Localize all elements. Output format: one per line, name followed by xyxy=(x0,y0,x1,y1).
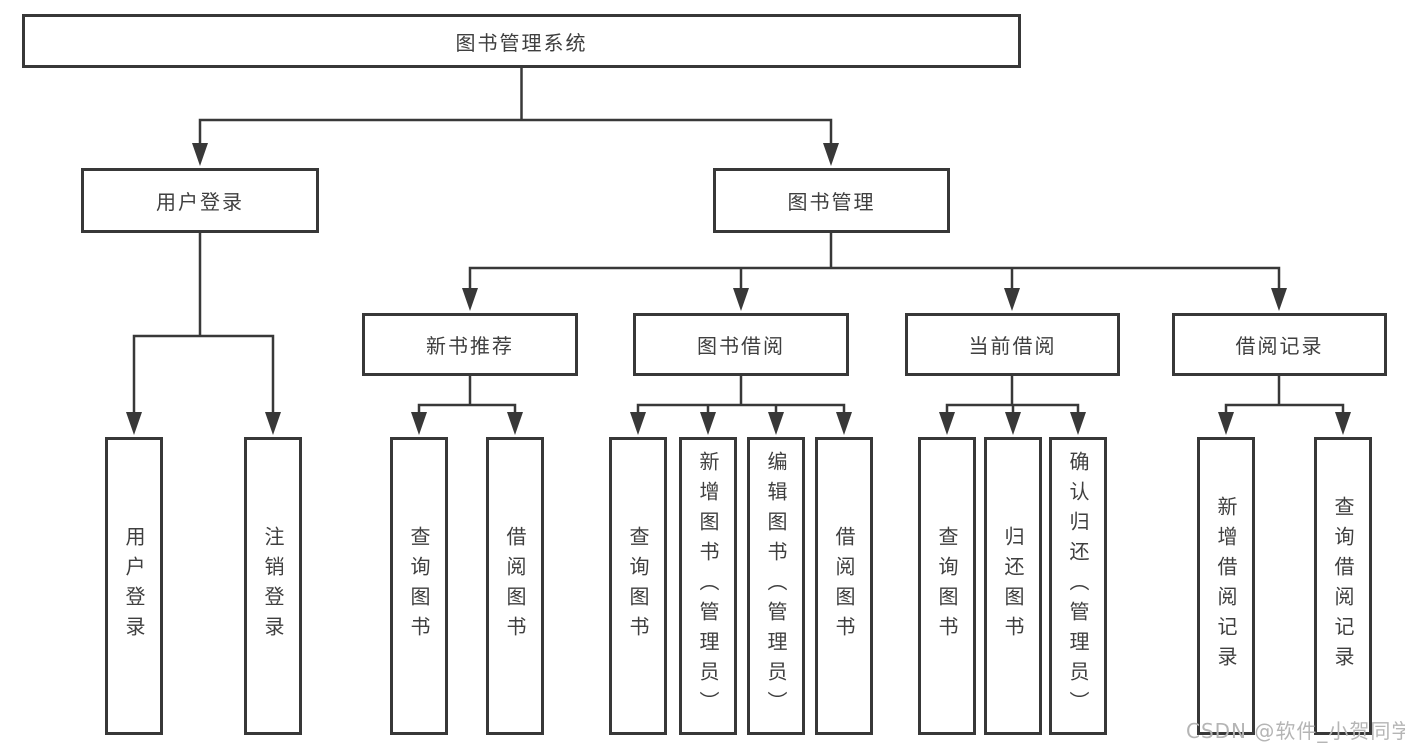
node-user-login: 用户登录 xyxy=(81,168,319,233)
connector-book-borrow-children xyxy=(630,374,852,435)
leaf-edit-book-admin: 编辑图书（管理员） xyxy=(747,437,805,735)
leaf-add-borrow-record: 新增借阅记录 xyxy=(1197,437,1255,735)
leaf-query-books-borrow-label: 查询图书 xyxy=(626,526,650,646)
node-new-book-recommend: 新书推荐 xyxy=(362,313,578,376)
node-book-management-label: 图书管理 xyxy=(787,190,876,214)
connector-new-book-children xyxy=(411,374,523,435)
leaf-add-book-admin-label: 新增图书（管理员） xyxy=(696,451,720,721)
connector-user-login-children xyxy=(126,231,281,435)
leaf-query-books-recommend: 查询图书 xyxy=(390,437,448,735)
connector-root-to-level2 xyxy=(192,66,839,166)
node-current-borrow-label: 当前借阅 xyxy=(968,334,1057,358)
node-book-borrow: 图书借阅 xyxy=(633,313,849,376)
connector-borrow-records-children xyxy=(1218,374,1351,435)
node-book-management: 图书管理 xyxy=(713,168,950,233)
leaf-borrow-books-recommend-label: 借阅图书 xyxy=(503,526,527,646)
leaf-confirm-return-admin: 确认归还（管理员） xyxy=(1049,437,1107,735)
node-borrow-records-label: 借阅记录 xyxy=(1235,334,1324,358)
node-borrow-records: 借阅记录 xyxy=(1172,313,1387,376)
leaf-return-books: 归还图书 xyxy=(984,437,1042,735)
node-user-login-label: 用户登录 xyxy=(156,190,244,214)
leaf-query-borrow-record-label: 查询借阅记录 xyxy=(1331,496,1355,676)
leaf-borrow-books: 借阅图书 xyxy=(815,437,873,735)
leaf-logout: 注销登录 xyxy=(244,437,302,735)
node-new-book-recommend-label: 新书推荐 xyxy=(426,334,514,358)
leaf-add-book-admin: 新增图书（管理员） xyxy=(679,437,737,735)
leaf-borrow-books-label: 借阅图书 xyxy=(832,526,856,646)
leaf-query-borrow-record: 查询借阅记录 xyxy=(1314,437,1372,735)
leaf-return-books-label: 归还图书 xyxy=(1001,526,1025,646)
leaf-confirm-return-admin-label: 确认归还（管理员） xyxy=(1066,451,1090,721)
leaf-query-books-current-label: 查询图书 xyxy=(935,526,959,646)
leaf-query-books-recommend-label: 查询图书 xyxy=(407,526,431,646)
node-current-borrow: 当前借阅 xyxy=(905,313,1120,376)
node-root-label: 图书管理系统 xyxy=(455,30,588,55)
leaf-user-login: 用户登录 xyxy=(105,437,163,735)
leaf-query-books-current: 查询图书 xyxy=(918,437,976,735)
leaf-borrow-books-recommend: 借阅图书 xyxy=(486,437,544,735)
connector-current-borrow-children xyxy=(939,374,1086,435)
leaf-add-borrow-record-label: 新增借阅记录 xyxy=(1214,496,1238,676)
leaf-edit-book-admin-label: 编辑图书（管理员） xyxy=(764,451,788,721)
watermark-text: CSDN @软件_小贺同学 xyxy=(1186,719,1405,743)
leaf-user-login-label: 用户登录 xyxy=(122,526,146,646)
leaf-query-books-borrow: 查询图书 xyxy=(609,437,667,735)
node-root: 图书管理系统 xyxy=(22,14,1021,68)
connector-book-management-children xyxy=(462,231,1287,311)
leaf-logout-label: 注销登录 xyxy=(261,526,285,646)
node-book-borrow-label: 图书借阅 xyxy=(697,334,785,358)
